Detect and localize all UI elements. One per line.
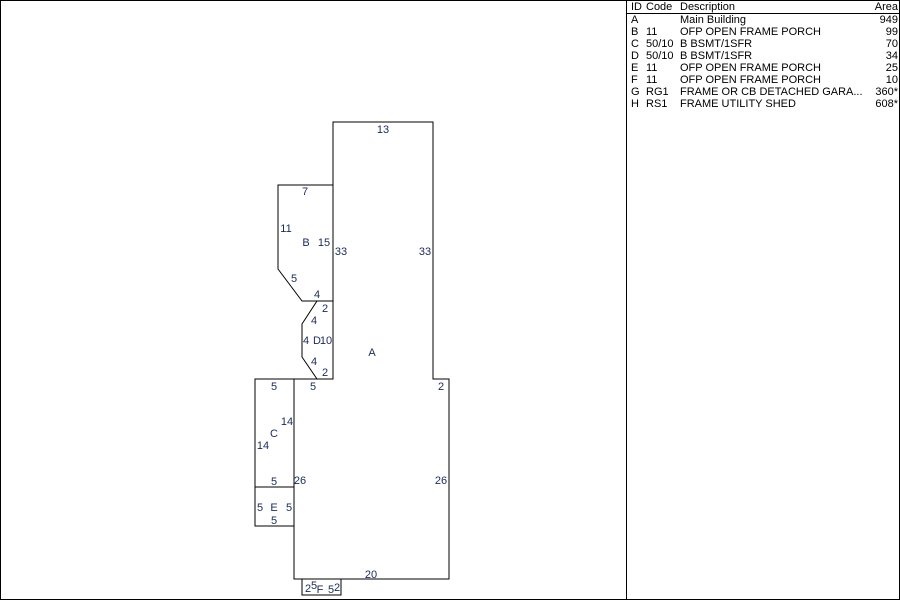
- area-id-label: E: [270, 502, 277, 514]
- legend-code: 11: [646, 26, 658, 38]
- dimension-label: 33: [419, 246, 431, 258]
- dimension-label: 5: [310, 381, 316, 393]
- legend-id: A: [631, 14, 639, 26]
- dimension-label: 11: [280, 223, 291, 235]
- legend-id: B: [631, 26, 639, 38]
- dimension-label: 26: [435, 475, 447, 487]
- dimension-label: 20: [365, 569, 377, 581]
- dimension-label: 5: [311, 580, 317, 592]
- dimension-label: 2: [305, 583, 311, 595]
- legend-id: D: [631, 50, 639, 62]
- dimension-label: 5: [257, 502, 263, 514]
- legend-id: H: [631, 98, 639, 110]
- dimension-label: 4: [311, 315, 317, 327]
- dimension-label: 14: [257, 440, 269, 452]
- dimension-label: 4: [311, 356, 317, 368]
- area-id-label: F: [317, 584, 324, 596]
- legend-code: 11: [646, 62, 658, 74]
- dimension-label: 15: [318, 237, 330, 249]
- legend-area: 25: [885, 62, 898, 74]
- legend-code: 50/10: [646, 38, 674, 50]
- area-id-label: B: [302, 237, 309, 249]
- header-id: ID: [631, 1, 642, 13]
- legend-row[interactable]: B 11 OFP OPEN FRAME PORCH 99: [627, 26, 899, 38]
- dimension-label: 2: [322, 367, 328, 379]
- legend-id: F: [631, 74, 638, 86]
- legend-description: FRAME UTILITY SHED: [680, 98, 796, 110]
- area-legend: ID Code Description Area A Main Building 9…: [626, 1, 899, 599]
- legend-description: OFP OPEN FRAME PORCH: [680, 74, 821, 86]
- legend-code: 11: [646, 74, 658, 86]
- legend-area: 360*: [875, 86, 898, 98]
- dimension-label: 33: [335, 246, 347, 258]
- area-a-outline[interactable]: [293, 121, 450, 580]
- dimension-label: 10: [320, 335, 332, 347]
- legend-row[interactable]: A Main Building 949: [627, 14, 899, 26]
- dimension-label: 2: [322, 303, 328, 315]
- legend-code: 50/10: [646, 50, 674, 62]
- legend-area: 70: [885, 38, 898, 50]
- legend-description: B BSMT/1SFR: [680, 50, 753, 62]
- dimension-label: 2: [438, 381, 444, 393]
- legend-area: 949: [879, 14, 898, 26]
- legend-code: RG1: [646, 86, 669, 98]
- dimension-label: 4: [303, 335, 309, 347]
- area-id-label: A: [368, 347, 376, 359]
- legend-code: RS1: [646, 98, 668, 110]
- dimension-label: 5: [271, 381, 277, 393]
- legend-area: 34: [885, 50, 898, 62]
- area-id-label: D: [313, 335, 321, 347]
- header-description: Description: [680, 1, 736, 13]
- legend-id: E: [631, 62, 639, 74]
- legend-area: 608*: [875, 98, 898, 110]
- legend-description: OFP OPEN FRAME PORCH: [680, 26, 821, 38]
- area-d-outline[interactable]: [301, 300, 334, 380]
- legend-area: 99: [885, 26, 898, 38]
- legend-row[interactable]: H RS1 FRAME UTILITY SHED 608*: [627, 98, 899, 110]
- dimension-label: 7: [302, 186, 308, 198]
- dimension-label: 26: [294, 475, 306, 487]
- dimension-label: 4: [314, 289, 320, 301]
- area-f-outline[interactable]: [301, 578, 342, 596]
- legend-header: ID Code Description Area: [627, 1, 899, 14]
- header-code: Code: [646, 1, 673, 13]
- dimension-label: 5: [291, 273, 297, 285]
- legend-description: B BSMT/1SFR: [680, 38, 753, 50]
- legend-area: 10: [885, 74, 898, 86]
- header-area: Area: [874, 1, 898, 13]
- legend-id: C: [631, 38, 639, 50]
- area-id-label: C: [270, 428, 278, 440]
- legend-row[interactable]: E 11 OFP OPEN FRAME PORCH 25: [627, 62, 899, 74]
- dimension-label: 5: [328, 584, 334, 596]
- legend-description: Main Building: [680, 14, 747, 26]
- area-e-outline[interactable]: [254, 486, 295, 527]
- dimension-label: 5: [286, 502, 292, 514]
- dimension-label: 2: [334, 582, 340, 594]
- legend-row[interactable]: G RG1 FRAME OR CB DETACHED GARA... 360*: [627, 86, 899, 98]
- legend-id: G: [631, 86, 640, 98]
- legend-row[interactable]: D 50/10 B BSMT/1SFR 34: [627, 50, 899, 62]
- dimension-label: 14: [281, 416, 293, 428]
- legend-description: FRAME OR CB DETACHED GARA...: [680, 86, 862, 98]
- legend-code: [646, 14, 680, 26]
- legend-description: OFP OPEN FRAME PORCH: [680, 62, 821, 74]
- dimension-label: 5: [271, 515, 277, 527]
- legend-row[interactable]: C 50/10 B BSMT/1SFR 70: [627, 38, 899, 50]
- legend-row[interactable]: F 11 OFP OPEN FRAME PORCH 10: [627, 74, 899, 86]
- dimension-label: 13: [377, 124, 389, 136]
- dimension-label: 5: [271, 476, 277, 488]
